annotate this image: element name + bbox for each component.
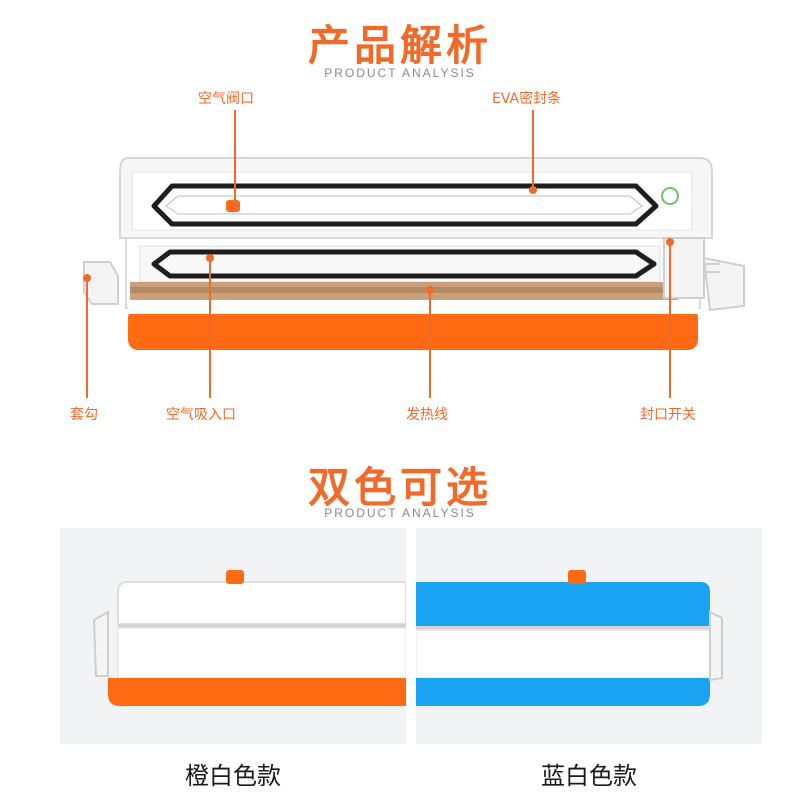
- callout-air-valve: 空气阀口: [198, 91, 254, 107]
- callout-eva-seal: EVA密封条: [492, 91, 562, 107]
- variant-card-orange: [60, 528, 406, 744]
- lid-inner: [131, 171, 693, 231]
- section-title-analysis: 产品解析: [307, 21, 492, 70]
- callout-heating-wire: 发热线: [406, 407, 448, 423]
- callout-air-inlet: 空气吸入口: [166, 407, 236, 423]
- lower-eva-gasket: [151, 249, 657, 279]
- left-hook: [83, 261, 119, 305]
- variant-card-blue: [416, 528, 762, 744]
- sealer-orange-illustration: [60, 528, 406, 744]
- variant-label-orange: 橙白色款: [185, 762, 281, 790]
- section-title-colors: 双色可选: [307, 463, 492, 512]
- sealer-blue-illustration: [416, 528, 762, 744]
- callout-seal-switch: 封口开关: [640, 407, 696, 423]
- upper-eva-gasket: [151, 183, 659, 227]
- section-subtitle-analysis: PRODUCT ANALYSIS: [324, 66, 476, 80]
- section-subtitle-colors: PRODUCT ANALYSIS: [324, 506, 476, 520]
- callout-hook: 套勾: [70, 407, 98, 423]
- base-orange-trim: [128, 308, 698, 350]
- indicator-light: [661, 187, 679, 205]
- variant-label-blue: 蓝白色款: [541, 762, 637, 790]
